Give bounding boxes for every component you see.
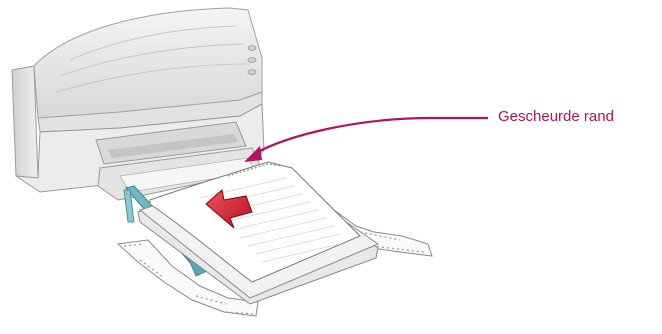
torn-edge-callout-label: Gescheurde rand [498, 108, 614, 126]
callout-pointer [244, 118, 488, 162]
power-button-icon [248, 46, 256, 51]
cancel-button-icon [248, 70, 256, 75]
resume-button-icon [248, 58, 256, 63]
